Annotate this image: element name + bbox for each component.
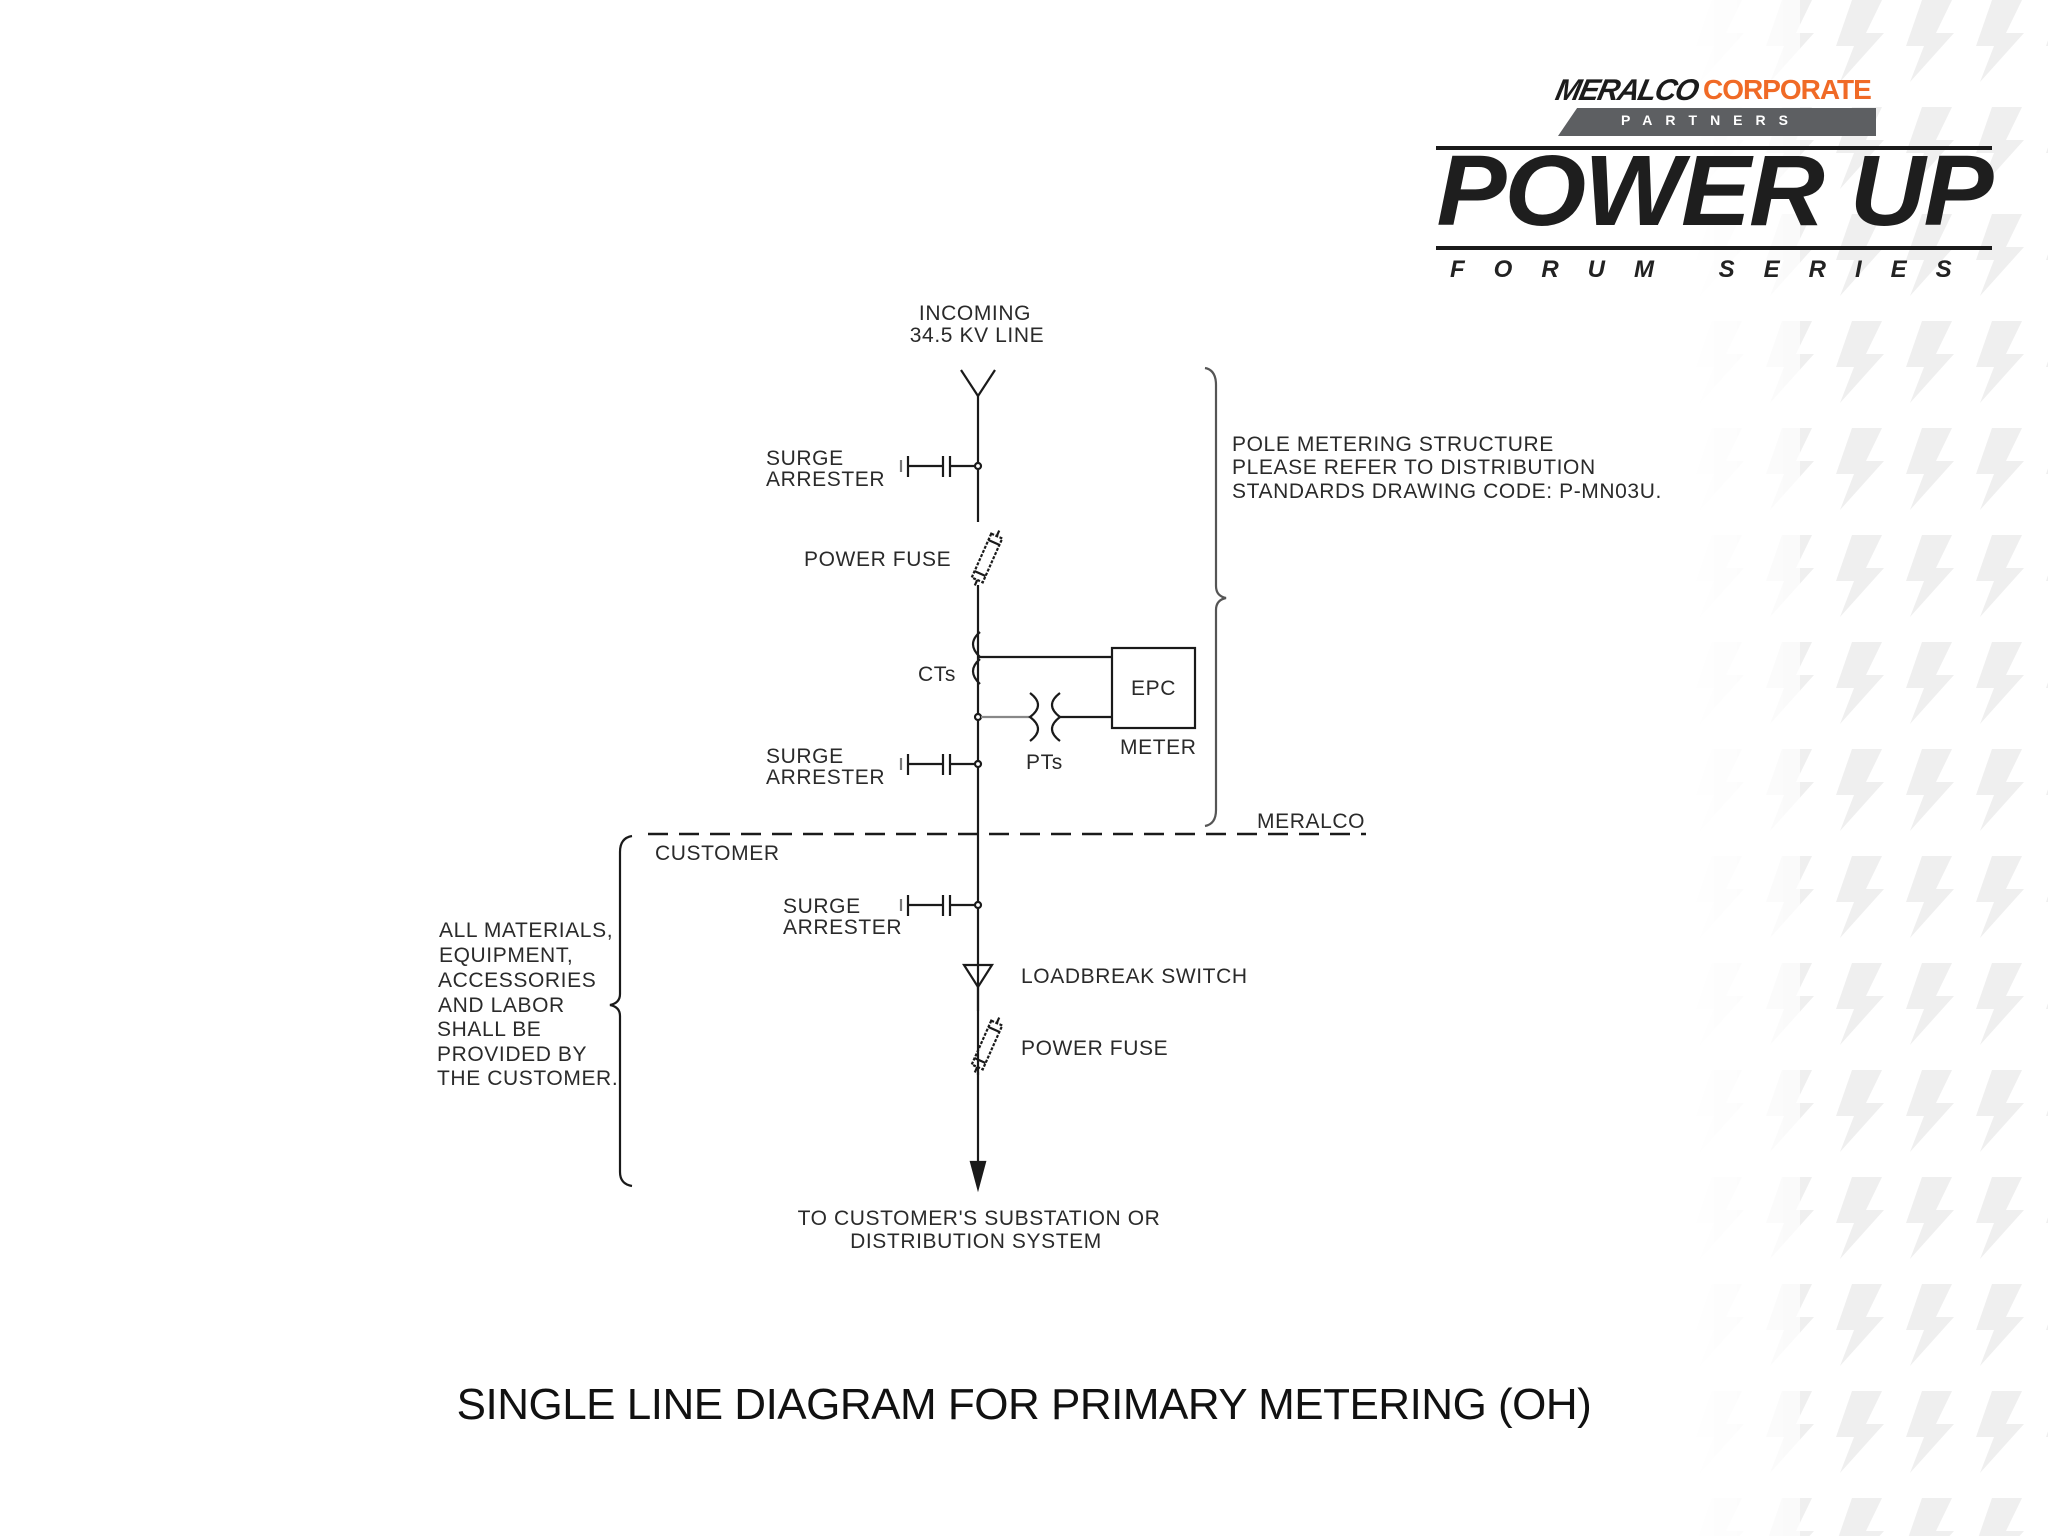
pole-note-line1: POLE METERING STRUCTURE (1232, 433, 1554, 456)
surge-arrester-1-label-line1: SURGE (766, 447, 844, 470)
surge-arrester-icon (899, 456, 983, 477)
destination-label-line2: DISTRIBUTION SYSTEM (850, 1230, 1102, 1253)
arrow-down-icon (969, 1160, 987, 1193)
meralco-corporate-partners-logo: MERALCO CORPORATE (1553, 74, 1876, 134)
logo-top-rule (1436, 146, 1992, 150)
surge-arrester-3-label-line2: ARRESTER (783, 916, 902, 939)
incoming-label-line1: INCOMING (919, 302, 1031, 325)
customer-note-line6: PROVIDED BY (437, 1043, 587, 1066)
logo-corporate-text: CORPORATE (1703, 74, 1872, 105)
power-up-logo: MERALCO CORPORATE PARTNERS POWER UP FORU… (1436, 70, 1996, 290)
current-transformer-icon (971, 631, 981, 685)
loadbreak-switch-label: LOADBREAK SWITCH (1021, 965, 1248, 988)
pts-label: PTs (1026, 751, 1063, 774)
incoming-label-line2: 34.5 KV LINE (910, 324, 1044, 347)
pole-note-line2: PLEASE REFER TO DISTRIBUTION (1232, 456, 1596, 479)
power-fuse-2-label: POWER FUSE (1021, 1037, 1168, 1060)
loadbreak-switch-icon (961, 963, 995, 1011)
surge-arrester-2-label-line1: SURGE (766, 745, 844, 768)
logo-partners-band (1558, 108, 1876, 136)
pole-structure-bracket (1204, 366, 1227, 828)
customer-note-line1: ALL MATERIALS, (439, 919, 613, 942)
diagram-caption: SINGLE LINE DIAGRAM FOR PRIMARY METERING… (456, 1380, 1592, 1429)
logo-bottom-rule (1436, 246, 1992, 250)
surge-arrester-3-label-line1: SURGE (783, 895, 861, 918)
logo-partners-text: PARTNERS (1621, 112, 1801, 128)
customer-note-line4: AND LABOR (438, 994, 565, 1017)
epc-label: EPC (1131, 677, 1176, 700)
customer-note-line7: THE CUSTOMER. (437, 1067, 618, 1090)
customer-boundary-label: CUSTOMER (655, 842, 780, 865)
power-fuse-icon (970, 530, 1004, 586)
logo-power-up-title: POWER UP (1436, 135, 1994, 247)
surge-arrester-2-label-line2: ARRESTER (766, 766, 885, 789)
surge-arrester-1-label-line2: ARRESTER (766, 468, 885, 491)
power-fuse-1-label: POWER FUSE (804, 548, 951, 571)
customer-scope-bracket (609, 834, 633, 1188)
meter-label: METER (1120, 736, 1197, 759)
surge-arrester-icon (899, 895, 983, 916)
meralco-boundary-label: MERALCO (1257, 810, 1365, 833)
pole-note-line3: STANDARDS DRAWING CODE: P-MN03U. (1232, 480, 1662, 503)
incoming-line-icon (960, 369, 996, 397)
surge-arrester-icon (899, 754, 983, 775)
cts-label: CTs (918, 663, 956, 686)
power-fuse-icon (970, 1017, 1004, 1073)
epc-meter-box (1110, 646, 1197, 730)
potential-transformer-icon (973, 692, 1112, 742)
destination-label-line1: TO CUSTOMER'S SUBSTATION OR (798, 1207, 1161, 1230)
logo-forum-series-subtitle: FORUM SERIES (1450, 256, 1981, 283)
customer-note-line5: SHALL BE (437, 1018, 541, 1041)
customer-note-line2: EQUIPMENT, (439, 944, 573, 967)
customer-note-line3: ACCESSORIES (438, 969, 596, 992)
